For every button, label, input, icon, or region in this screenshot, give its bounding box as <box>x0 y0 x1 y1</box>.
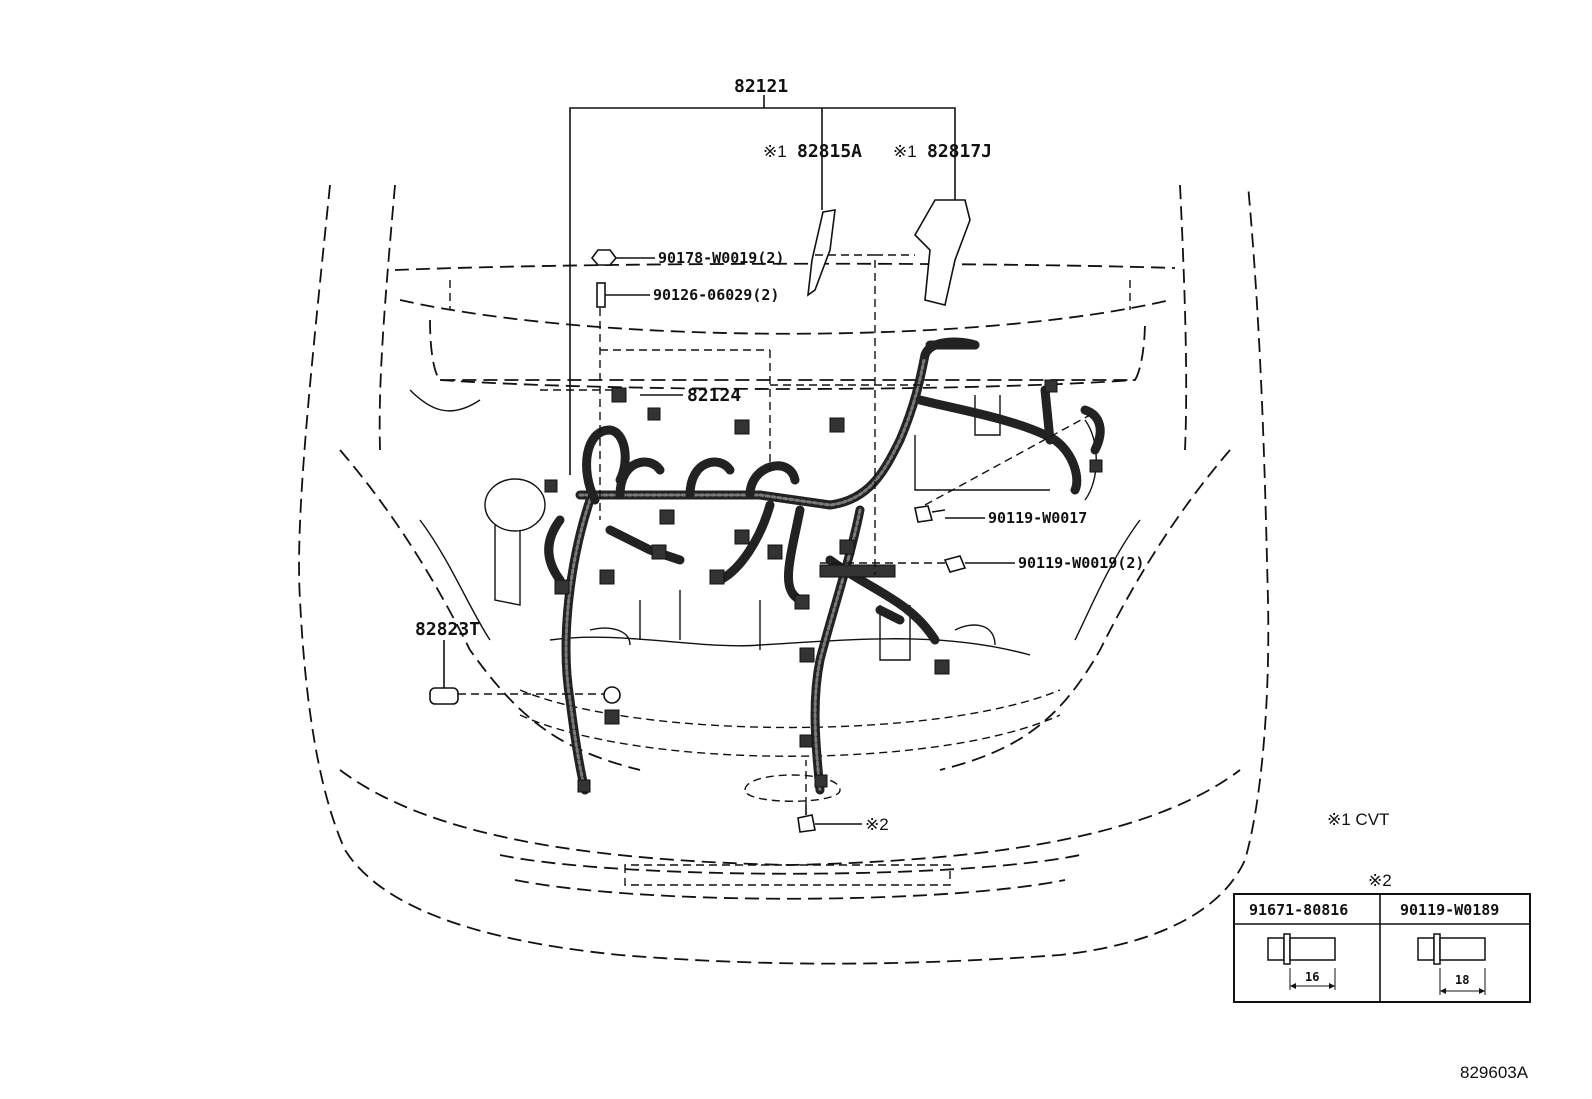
leader-lines <box>443 95 1091 825</box>
clamp-82823t <box>429 687 459 705</box>
main-wire-harness <box>544 337 1105 795</box>
ref-length-2: 18 <box>1455 973 1469 987</box>
cvt-marker-a: ※1 <box>763 142 787 161</box>
label-bolt-w0019: 90119-W0019(2) <box>1018 554 1144 572</box>
label-82817j: 82817J <box>927 141 992 162</box>
ref-table-col-1: 91671-80816 <box>1249 901 1348 919</box>
vehicle-body-outline <box>298 184 1270 965</box>
bracket-82815a <box>807 209 836 297</box>
bolt-90119-w0017 <box>914 505 946 523</box>
figure-code: 829603A <box>1460 1063 1529 1082</box>
part-labels: 82121 ※1 82815A ※1 82817J 90178-W0019(2)… <box>415 76 1144 834</box>
cvt-note: ※1 CVT <box>1327 810 1389 829</box>
bolt-drawing-1 <box>1267 933 1336 990</box>
nut-part <box>590 249 618 266</box>
label-82121: 82121 <box>734 76 788 97</box>
small-parts <box>429 199 971 833</box>
ref-table-mark: ※2 <box>1368 871 1392 890</box>
label-bolt-w0017: 90119-W0017 <box>988 509 1087 527</box>
harness-connectors <box>544 379 1103 793</box>
label-stud: 90126-06029(2) <box>653 286 779 304</box>
label-82124: 82124 <box>687 385 741 406</box>
bracket-82817j <box>914 199 971 306</box>
bolt-drawing-2 <box>1417 933 1486 995</box>
stud-part <box>596 282 606 308</box>
ref-length-1: 16 <box>1305 970 1319 984</box>
label-82823t: 82823T <box>415 619 480 640</box>
label-ref-bolt: ※2 <box>865 815 889 834</box>
label-nut: 90178-W0019(2) <box>658 249 784 267</box>
label-82815a: 82815A <box>797 141 862 162</box>
bolt-90119-w0019 <box>943 555 967 573</box>
bolt-reference-table: 91671-80816 90119-W0189 16 18 <box>1233 893 1531 1003</box>
cvt-marker-b: ※1 <box>893 142 917 161</box>
ref-table-col-2: 90119-W0189 <box>1400 901 1499 919</box>
engine-components <box>409 389 1141 661</box>
ref-bolt-part <box>797 805 816 833</box>
